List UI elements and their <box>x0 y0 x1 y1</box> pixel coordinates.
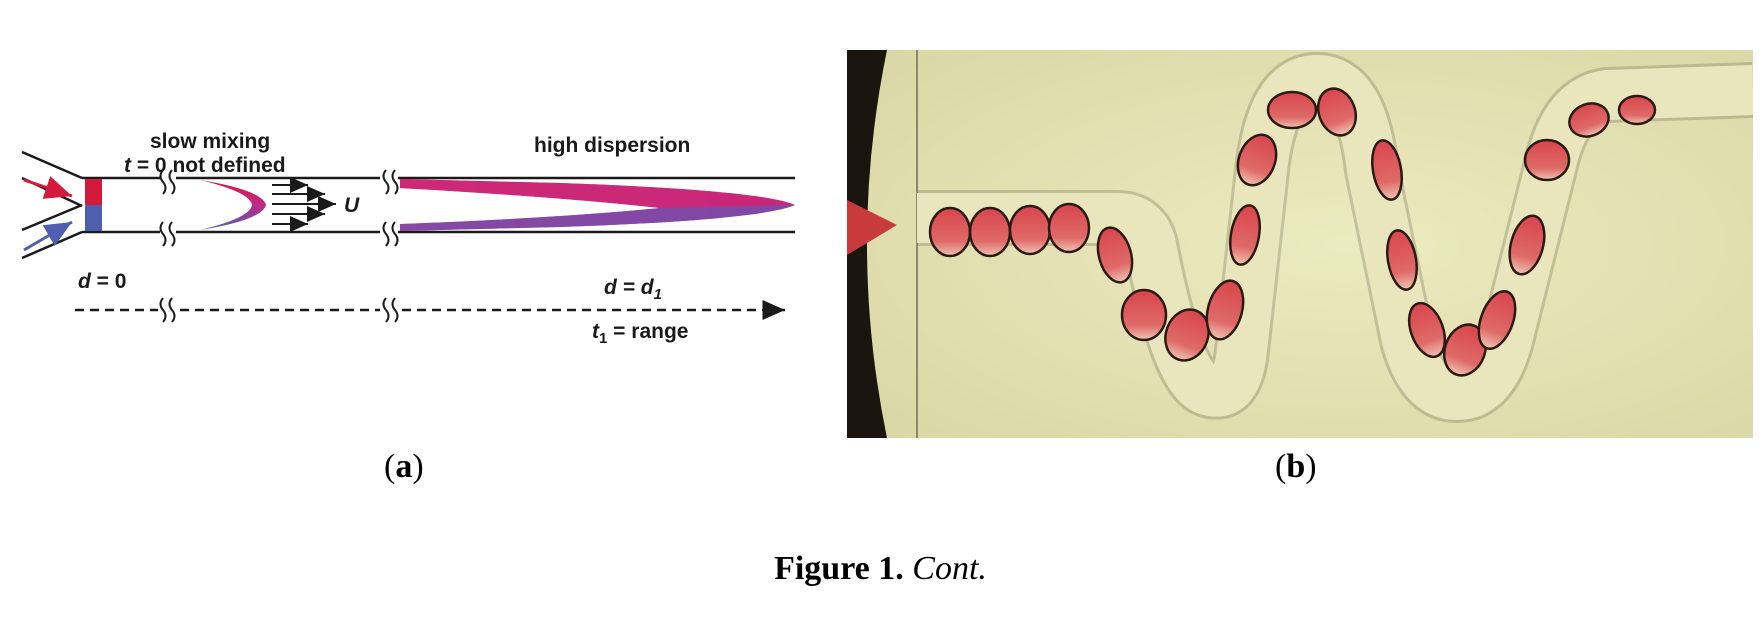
droplet-channel-image <box>847 50 1753 438</box>
initial-plug-red <box>85 179 102 205</box>
panel-b-label: (b) <box>1275 448 1317 485</box>
panel-b-micrograph <box>847 50 1753 438</box>
panel-a-schematic: slow mixing t = 0 not defined high dispe… <box>0 0 820 460</box>
initial-plug-blue <box>85 205 102 231</box>
break-marks <box>159 169 399 323</box>
t0-label: t = 0 not defined <box>124 154 286 177</box>
dispersed-tongue-lower <box>400 205 795 231</box>
red-inlet-arrow <box>23 176 73 199</box>
channel-walls <box>82 176 795 234</box>
figure-caption: Figure 1. Cont. <box>0 550 1761 588</box>
droplets <box>928 87 1657 377</box>
velocity-profile-arrows <box>272 177 336 232</box>
slow-mixing-label: slow mixing <box>150 130 270 153</box>
d0-label: d = 0 <box>78 270 126 293</box>
vignette-edge <box>847 50 887 438</box>
inlet-red-fluid <box>847 200 897 255</box>
early-parabolic-front <box>200 180 266 230</box>
velocity-label: U <box>344 194 360 217</box>
blue-inlet-arrow <box>23 220 73 252</box>
figure-caption-text: Cont. <box>912 550 987 587</box>
d1-label: d = d1 <box>604 276 662 303</box>
flow-dispersion-diagram: slow mixing t = 0 not defined high dispe… <box>21 130 795 347</box>
inlet-channels <box>21 150 83 260</box>
dispersed-tongue-upper <box>400 179 795 208</box>
t1-label: t1 = range <box>592 320 688 347</box>
high-dispersion-label: high dispersion <box>534 134 690 157</box>
figure-number: Figure 1. <box>774 550 904 587</box>
panel-a-label: (a) <box>384 448 424 485</box>
